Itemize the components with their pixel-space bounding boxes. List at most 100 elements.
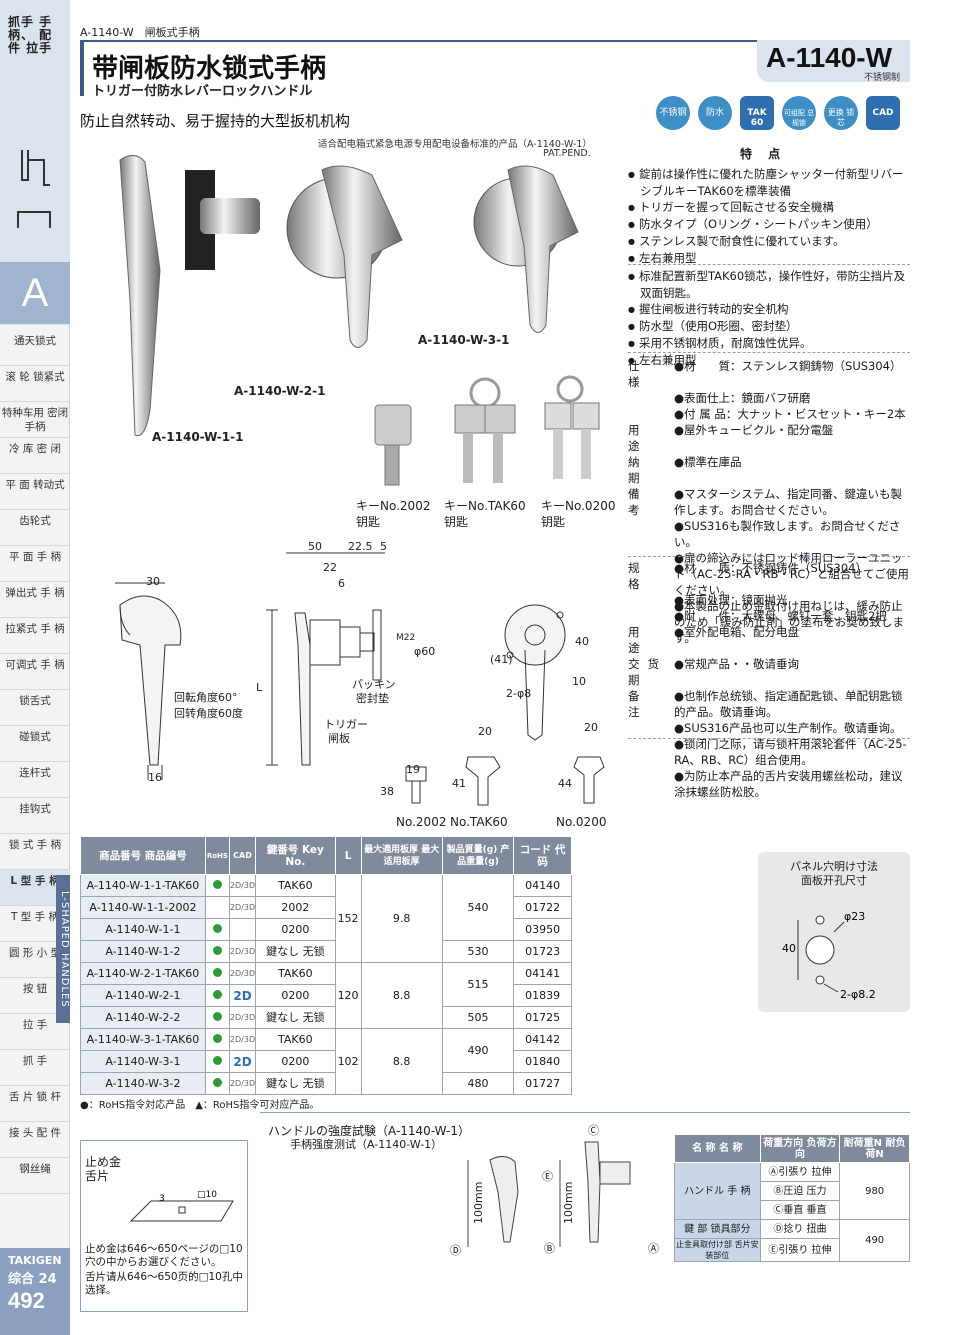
cell-key-no: 鍵なし 无锁 — [255, 1072, 336, 1095]
dim-50: 50 — [308, 540, 322, 553]
cell-cad: 2D/3D — [228, 896, 257, 919]
dim-22-5: 22.5 — [348, 540, 373, 553]
cell-weight: 490 — [441, 1028, 515, 1073]
cell-key-no: 0200 — [255, 918, 336, 941]
feature-item: 标准配置新型TAK60锁芯，操作性好，带防尘挡片及双面钥匙。 — [628, 268, 910, 301]
th-cad: CAD — [228, 836, 257, 875]
label-w3: A-1140-W-3-1 — [418, 333, 510, 347]
rohs-dot — [212, 1011, 222, 1021]
spec-row: ●为防止本产品的舌片安装用螺丝松动，建议涂抹螺丝防松胶。 — [628, 768, 910, 800]
title-accent — [80, 42, 84, 96]
spec-row: ●SUS316产品也可以生产制作。敬请垂询。 — [628, 720, 910, 736]
spec-value: ●也制作总统锁、指定通配匙锁、单配钥匙锁的产品。敬请垂询。 — [674, 689, 903, 719]
sidebar-item[interactable]: 平 面 转动式 — [0, 474, 70, 510]
stopper-text-cn: 舌片请从646〜650页的□10孔中选择。 — [85, 1271, 243, 1296]
sidebar-item[interactable]: 弹出式 手 柄 — [0, 582, 70, 618]
sidebar-item[interactable]: 通天锁式 — [0, 330, 70, 366]
patent-note: PAT.PEND. — [543, 148, 591, 159]
panel-title-jp: パネル穴明け寸法 — [790, 860, 878, 873]
spec-key — [628, 768, 674, 800]
sidebar-section-letter: A — [0, 262, 70, 324]
model-code: A-1140-W — [766, 42, 893, 73]
divider — [628, 738, 910, 739]
spec-value: ●为防止本产品的舌片安装用螺丝松动，建议涂抹螺丝防松胶。 — [674, 769, 903, 799]
cell-l: 120 — [334, 962, 362, 1029]
dim-41: (41) — [490, 653, 513, 666]
sidebar-item[interactable]: 连杆式 — [0, 762, 70, 798]
spec-value: ●附 件：大螺母、螺钉一套、钥匙2把 — [674, 609, 887, 623]
point-d: Ⓓ — [450, 1244, 461, 1257]
cell-rohs — [204, 962, 230, 985]
rohs-dot — [212, 989, 222, 999]
divider — [628, 556, 910, 557]
title-frame — [80, 40, 910, 96]
photo-w2 — [286, 165, 403, 348]
sidebar-item[interactable]: 拉 手 — [0, 1014, 70, 1050]
load-val-490: 490 — [839, 1219, 910, 1262]
strength-dim-b: 100mm — [562, 1182, 575, 1224]
dim-19: 19 — [406, 763, 420, 776]
sidebar-item[interactable]: 可调式 手 柄 — [0, 654, 70, 690]
load-dir-b: Ⓑ圧迫 压力 — [759, 1181, 841, 1201]
cell-key-no: 0200 — [255, 1050, 336, 1073]
sidebar-item[interactable]: 按 钮 — [0, 978, 70, 1014]
cell-part-no: A-1140-W-2-1 — [80, 984, 206, 1007]
packing-cn: 密封垫 — [356, 691, 389, 705]
rohs-dot — [212, 1077, 222, 1087]
sidebar-item[interactable]: 圆 形 小 型 — [0, 942, 70, 978]
spec-value: ●SUS316も製作致します。お問合せください。 — [674, 519, 901, 549]
breadcrumb-code: A-1140-W — [80, 26, 134, 39]
sidebar-item[interactable]: 齿轮式 — [0, 510, 70, 546]
spec-value: ●標準在庫品 — [674, 455, 742, 469]
sidebar-item[interactable]: 抓 手 — [0, 1050, 70, 1086]
sidebar-item[interactable]: 平 面 手 柄 — [0, 546, 70, 582]
sidebar-item[interactable]: 锁舌式 — [0, 690, 70, 726]
spec-key: 备 注 — [628, 689, 648, 719]
sidebar-item[interactable]: 拉紧式 手 柄 — [0, 618, 70, 654]
sidebar-category-title[interactable]: 抓手 手柄、 配件 拉手 — [8, 15, 53, 55]
cell-key-no: 2002 — [255, 896, 336, 919]
feature-item: 左右兼用型 — [628, 352, 910, 369]
sidebar-item[interactable]: 舌 片 锁 杆 — [0, 1086, 70, 1122]
cell-key-no: 0200 — [255, 984, 336, 1007]
cell-code: 04142 — [513, 1028, 572, 1051]
dim-40: 40 — [575, 635, 589, 648]
cell-code: 01725 — [513, 1006, 572, 1029]
dim-22: 22 — [323, 561, 337, 574]
dim-38: 38 — [380, 785, 394, 798]
breadcrumb: A-1140-W 闸板式手柄 — [80, 24, 200, 40]
sidebar-item[interactable]: 挂钩式 — [0, 798, 70, 834]
spec-value: ●表面处理：镜面抛光 — [674, 593, 788, 607]
stopper-dim-10: □10 — [197, 1190, 217, 1200]
cad-icon[interactable]: CAD — [866, 96, 900, 130]
rohs-dot — [212, 1055, 222, 1065]
sidebar-item[interactable]: T 型 手 柄 — [0, 906, 70, 942]
cell-part-no: A-1140-W-3-1 — [80, 1050, 206, 1073]
cell-part-no: A-1140-W-3-1-TAK60 — [80, 1028, 206, 1051]
cell-key-no: TAK60 — [255, 962, 336, 985]
keyno-2002: No.2002 — [396, 815, 446, 829]
keyno-0200: No.0200 — [556, 815, 606, 829]
spec-row: 納 期●標準在庫品 — [628, 454, 910, 486]
sidebar-item[interactable]: 碰锁式 — [0, 726, 70, 762]
spec-key — [628, 592, 674, 608]
keyno-tak60: No.TAK60 — [450, 815, 508, 829]
stopper-text-jp: 止め金は646〜650ページの□10穴の中からお選びください。 — [85, 1243, 243, 1268]
sidebar-item[interactable]: 接 头 配 件 — [0, 1122, 70, 1158]
sidebar-item[interactable]: 锁 式 手 柄 — [0, 834, 70, 870]
sidebar-item[interactable]: 滚 轮 锁紧式 — [0, 366, 70, 402]
feature-item: 防水タイプ（Oリング・シートパッキン使用） — [628, 216, 910, 233]
features-cn: 标准配置新型TAK60锁芯，操作性好，带防尘挡片及双面钥匙。握住闸板进行转动的安… — [628, 268, 910, 369]
divider — [628, 352, 910, 353]
cell-key-no: 鍵なし 无锁 — [255, 1006, 336, 1029]
spec-key: 用 途 — [628, 625, 648, 655]
sidebar-item[interactable]: 特种车用 密闭手柄 — [0, 402, 70, 438]
dim-10: 10 — [572, 675, 586, 688]
sidebar-item[interactable]: 冷 库 密 闭 — [0, 438, 70, 474]
sidebar-item[interactable]: 钢丝绳 — [0, 1158, 70, 1194]
cell-code: 03950 — [513, 918, 572, 941]
